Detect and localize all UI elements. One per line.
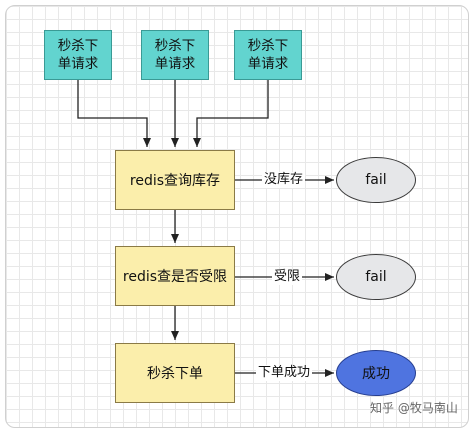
request-node-label: 秒杀下单请求 [57, 38, 99, 72]
step-label: redis查是否受限 [122, 269, 228, 285]
outcome-label: 成功 [362, 366, 390, 382]
request-node-label: 秒杀下单请求 [154, 38, 196, 72]
watermark: 知乎 @牧马南山 [370, 401, 458, 415]
step-place-order: 秒杀下单 [115, 343, 235, 403]
outcome-fail-stock: fail [336, 157, 416, 203]
outcome-label: fail [365, 269, 387, 285]
step-check-limit: redis查是否受限 [115, 246, 235, 306]
edge-label-order-success: 下单成功 [256, 365, 313, 381]
outcome-fail-limit: fail [336, 254, 416, 300]
step-label: 秒杀下单 [147, 366, 203, 382]
request-node-label: 秒杀下单请求 [247, 38, 289, 72]
request-node-1: 秒杀下单请求 [44, 30, 112, 80]
request-node-3: 秒杀下单请求 [234, 30, 302, 80]
request-node-2: 秒杀下单请求 [141, 30, 209, 80]
connector-request-3 [193, 80, 269, 147]
step-label: redis查询库存 [129, 173, 221, 189]
connector-request-1 [77, 80, 151, 147]
step-check-stock: redis查询库存 [115, 150, 235, 210]
outcome-label: fail [365, 172, 387, 188]
outcome-success: 成功 [336, 350, 416, 396]
edge-label-no-stock: 没库存 [262, 172, 306, 188]
edge-label-limited: 受限 [272, 269, 303, 285]
